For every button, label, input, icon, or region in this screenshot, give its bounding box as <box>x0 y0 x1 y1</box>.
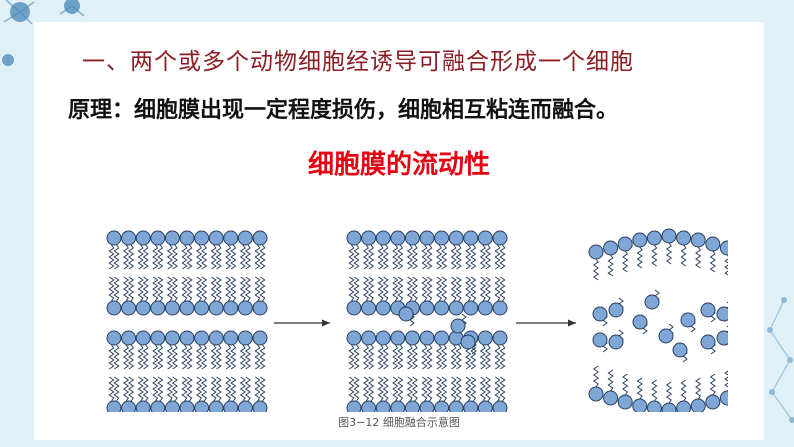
content-panel: 一、两个或多个动物细胞经诱导可融合形成一个细胞 原理：细胞膜出现一定程度损伤，细… <box>34 22 764 440</box>
principle-text: 原理：细胞膜出现一定程度损伤，细胞相互粘连而融合。 <box>68 98 619 123</box>
stage-separate-membranes <box>106 230 268 412</box>
arrow-right-icon <box>516 319 576 327</box>
arrow-right-icon <box>274 319 330 327</box>
figure-caption: 图3−12 细胞融合示意图 <box>338 416 460 429</box>
network-icon <box>767 297 794 423</box>
cell-fusion-diagram <box>106 228 728 412</box>
highlight-text: 细胞膜的流动性 <box>307 150 490 180</box>
stage-fused-membrane <box>588 228 728 412</box>
slide-heading: 一、两个或多个动物细胞经诱导可融合形成一个细胞 <box>82 49 634 75</box>
stage-membrane-damage <box>346 230 508 412</box>
